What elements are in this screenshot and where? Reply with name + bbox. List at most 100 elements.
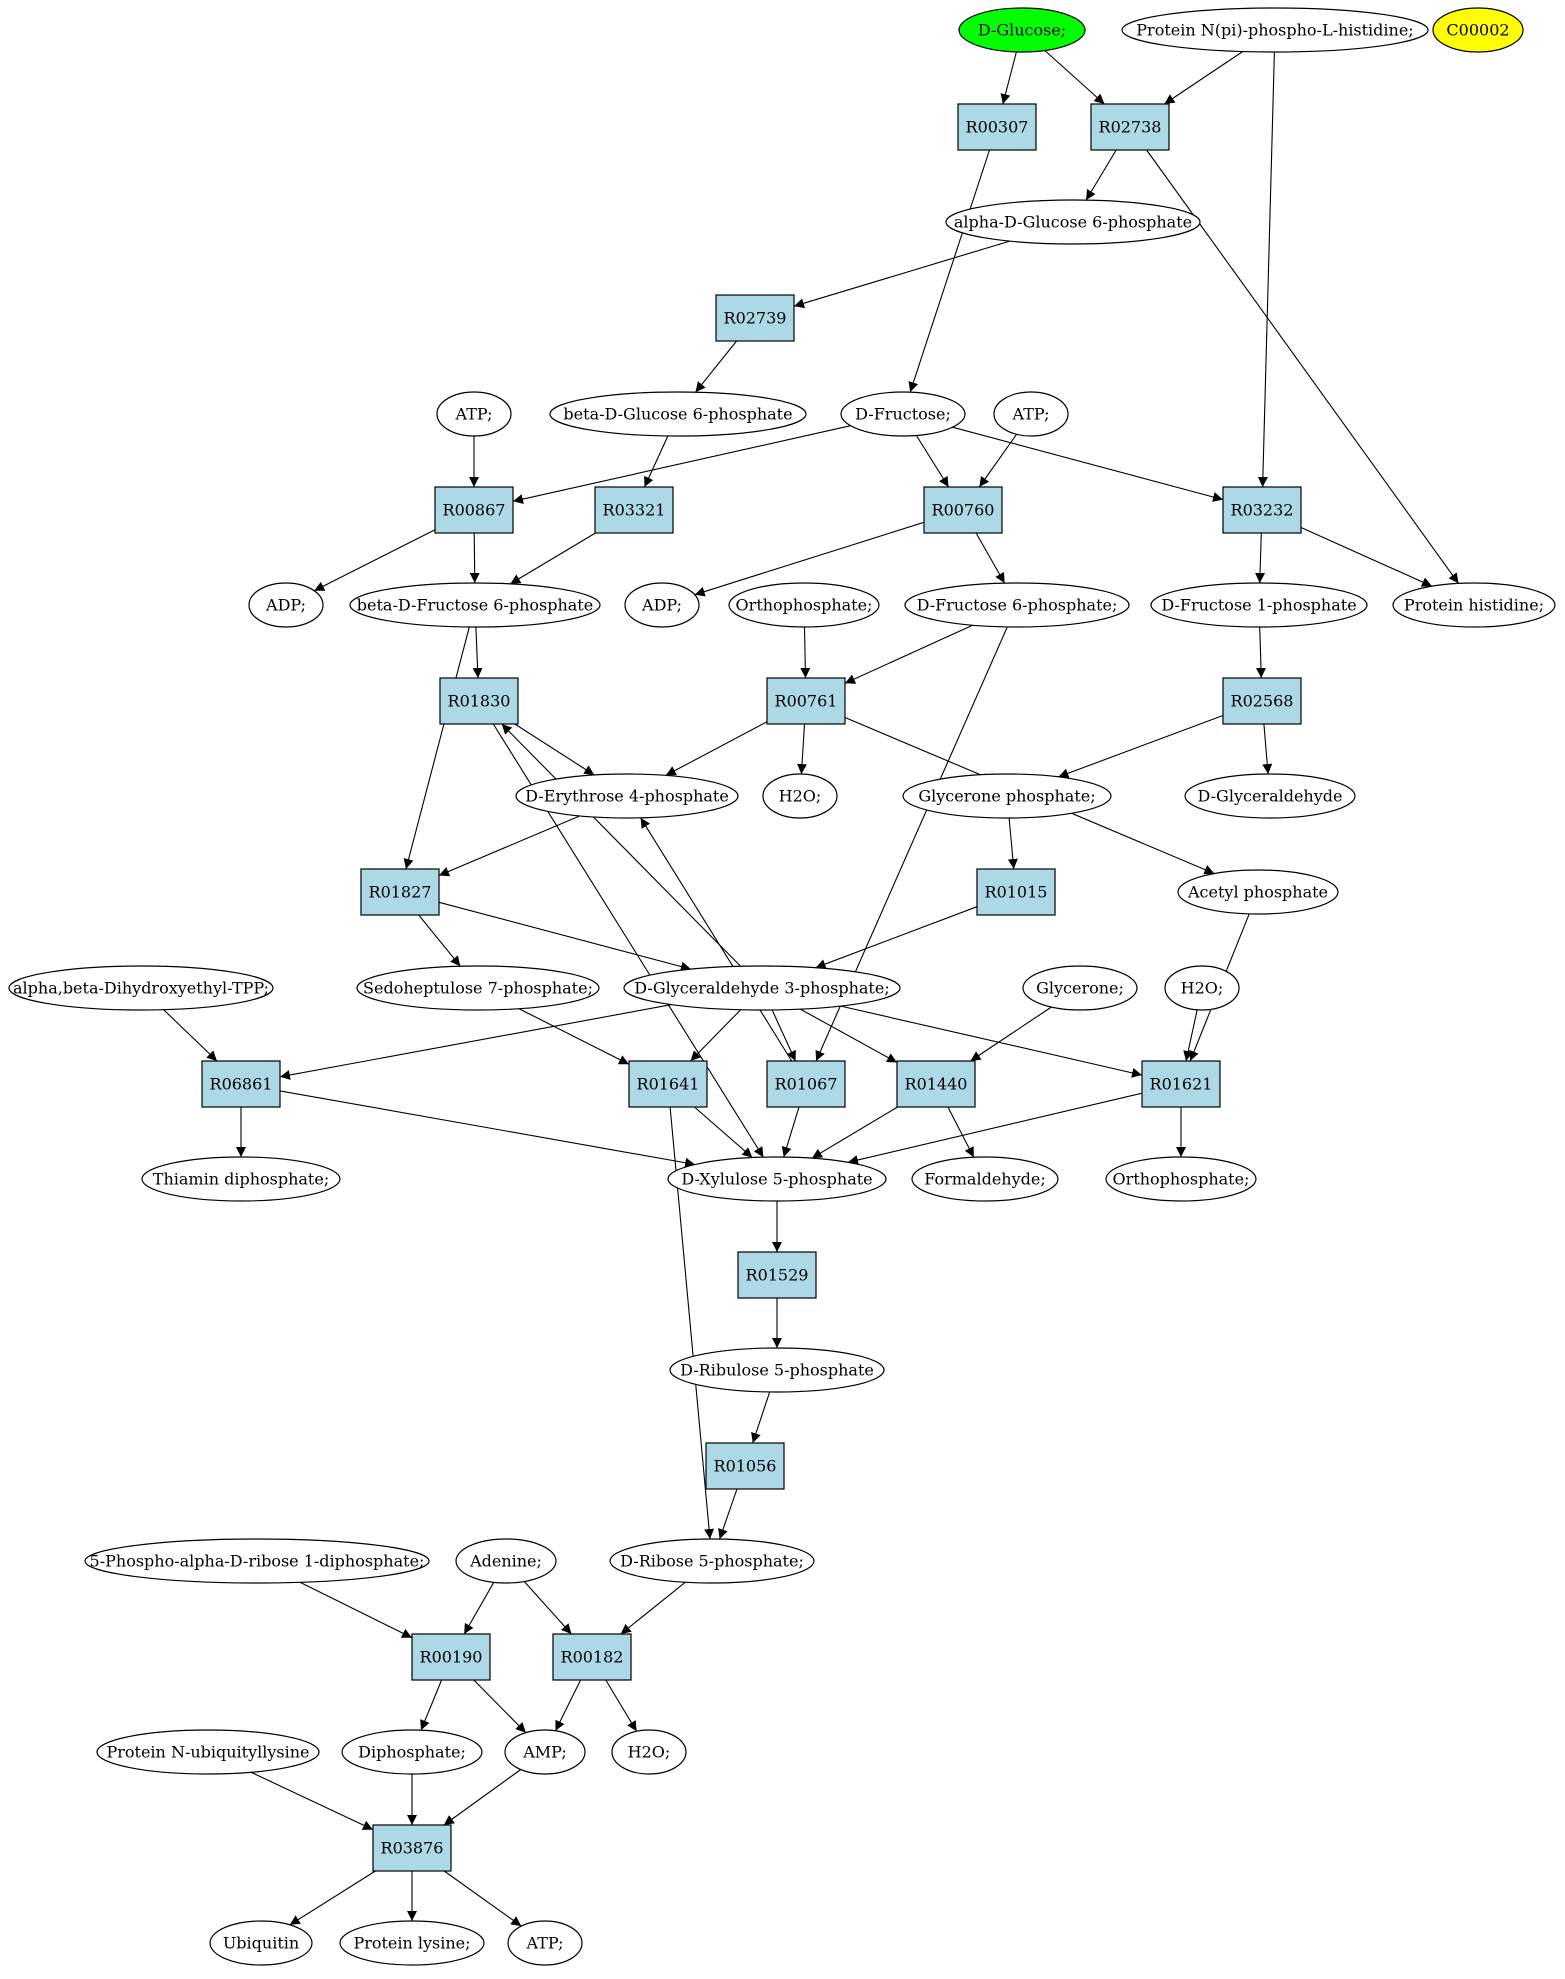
- compound-node-bf6p[interactable]: beta-D-Fructose 6-phosphate: [349, 582, 601, 628]
- edge-atp2-R00760: [978, 433, 1018, 488]
- edge-R06861-x5p: [279, 1090, 696, 1168]
- reaction-node-R01529[interactable]: R01529: [737, 1251, 817, 1299]
- reaction-box: [372, 1824, 452, 1872]
- reaction-node-R03321[interactable]: R03321: [594, 486, 674, 534]
- compound-node-pi2[interactable]: Orthophosphate;: [1105, 1156, 1257, 1202]
- compound-node-c2[interactable]: C00002: [1432, 7, 1524, 53]
- compound-node-x5p[interactable]: D-Xylulose 5-phosphate: [667, 1156, 887, 1202]
- compound-ellipse: [339, 1920, 485, 1966]
- compound-ellipse: [209, 1920, 313, 1966]
- reaction-node-R06861[interactable]: R06861: [201, 1060, 281, 1108]
- reaction-node-R01056[interactable]: R01056: [705, 1442, 785, 1490]
- edge-fru-R03232: [952, 426, 1224, 502]
- compound-node-pi1[interactable]: Orthophosphate;: [728, 582, 880, 628]
- compound-node-dhetpp[interactable]: alpha,beta-Dihydroxyethyl-TPP;: [8, 965, 274, 1011]
- edge-R03876-ub: [289, 1870, 376, 1926]
- compound-node-acp[interactable]: Acetyl phosphate: [1177, 869, 1339, 915]
- reaction-node-R00867[interactable]: R00867: [434, 486, 514, 534]
- reaction-label: R01056: [714, 1457, 777, 1476]
- reaction-node-R01827[interactable]: R01827: [360, 868, 440, 916]
- reaction-box: [715, 294, 795, 342]
- compound-ellipse: [549, 391, 807, 437]
- compound-node-atp2[interactable]: ATP;: [993, 391, 1069, 437]
- compound-node-prpp[interactable]: 5-Phospho-alpha-D-ribose 1-diphosphate;: [84, 1538, 430, 1584]
- compound-label: beta-D-Glucose 6-phosphate: [563, 405, 792, 424]
- reaction-node-R03876[interactable]: R03876: [372, 1824, 452, 1872]
- compound-node-h2o3[interactable]: H2O;: [611, 1729, 687, 1775]
- reaction-node-R02739[interactable]: R02739: [715, 294, 795, 342]
- compound-ellipse: [507, 1920, 583, 1966]
- compound-node-fru[interactable]: D-Fructose;: [840, 391, 966, 437]
- compound-node-ubk[interactable]: Protein N-ubiquityllysine: [96, 1729, 320, 1775]
- reaction-node-R00307[interactable]: R00307: [957, 103, 1037, 151]
- compound-node-h2o1[interactable]: H2O;: [762, 773, 838, 819]
- reaction-node-R01830[interactable]: R01830: [439, 677, 519, 725]
- reaction-label: R06861: [210, 1075, 273, 1094]
- compound-node-phis[interactable]: Protein histidine;: [1392, 582, 1556, 628]
- compound-node-adp1[interactable]: ADP;: [248, 582, 324, 628]
- compound-node-e4p[interactable]: D-Erythrose 4-phosphate: [515, 773, 739, 819]
- compound-node-ppi[interactable]: Diphosphate;: [341, 1729, 483, 1775]
- compound-node-r5p[interactable]: D-Ribose 5-phosphate;: [609, 1538, 815, 1584]
- edge-R01015-g3p: [815, 906, 978, 969]
- edge-R03232-f1p: [1255, 532, 1266, 584]
- compound-node-h2o2[interactable]: H2O;: [1164, 965, 1240, 1011]
- reaction-node-R01067[interactable]: R01067: [766, 1060, 846, 1108]
- compound-ellipse: [1150, 582, 1368, 628]
- compound-node-s7p[interactable]: Sedoheptulose 7-phosphate;: [356, 965, 600, 1011]
- compound-node-f1p[interactable]: D-Fructose 1-phosphate: [1150, 582, 1368, 628]
- compound-node-dha[interactable]: Glycerone;: [1022, 965, 1138, 1011]
- edge-R00190-amp: [473, 1679, 527, 1734]
- compound-ellipse: [341, 1729, 483, 1775]
- edge-bf6p-R01827: [403, 626, 470, 870]
- reaction-node-R02568[interactable]: R02568: [1222, 677, 1302, 725]
- node-layer: D-Glucose; Protein N(pi)-phospho-L-histid…: [8, 7, 1556, 1966]
- compound-node-g3p[interactable]: D-Glyceraldehyde 3-phosphate;: [623, 965, 901, 1011]
- compound-node-bg6p[interactable]: beta-D-Glucose 6-phosphate: [549, 391, 807, 437]
- compound-ellipse: [84, 1538, 430, 1584]
- compound-node-f6p[interactable]: D-Fructose 6-phosphate;: [904, 582, 1130, 628]
- compound-node-glyald[interactable]: D-Glyceraldehyde: [1184, 773, 1356, 819]
- compound-node-tpp[interactable]: Thiamin diphosphate;: [141, 1156, 341, 1202]
- compound-label: D-Glyceraldehyde 3-phosphate;: [634, 979, 889, 998]
- edge-R01641-x5p: [694, 1106, 753, 1159]
- reaction-node-R02738[interactable]: R02738: [1090, 103, 1170, 151]
- compound-node-ub[interactable]: Ubiquitin: [209, 1920, 313, 1966]
- compound-node-ppih[interactable]: Protein N(pi)-phospho-L-histidine;: [1121, 7, 1429, 53]
- compound-label: Diphosphate;: [358, 1743, 466, 1762]
- compound-label: ATP;: [455, 405, 493, 424]
- compound-node-plys[interactable]: Protein lysine;: [339, 1920, 485, 1966]
- compound-node-adp2[interactable]: ADP;: [624, 582, 700, 628]
- compound-node-amp[interactable]: AMP;: [504, 1729, 586, 1775]
- reaction-label: R00761: [775, 692, 838, 711]
- compound-node-atp3[interactable]: ATP;: [507, 1920, 583, 1966]
- reaction-node-R01621[interactable]: R01621: [1141, 1060, 1221, 1108]
- compound-node-atp1[interactable]: ATP;: [436, 391, 512, 437]
- compound-node-ag6p[interactable]: alpha-D-Glucose 6-phosphate: [945, 199, 1201, 245]
- compound-node-glc[interactable]: D-Glucose;: [958, 7, 1086, 53]
- compound-node-hcho[interactable]: Formaldehyde;: [911, 1156, 1059, 1202]
- reaction-node-R01641[interactable]: R01641: [628, 1060, 708, 1108]
- reaction-node-R00190[interactable]: R00190: [411, 1633, 491, 1681]
- edge-ag6p-R02739: [793, 240, 1010, 309]
- reaction-node-R00761[interactable]: R00761: [766, 677, 846, 725]
- edge-ubk-R03876: [250, 1771, 374, 1831]
- compound-ellipse: [611, 1729, 687, 1775]
- compound-ellipse: [1184, 773, 1356, 819]
- compound-label: Ubiquitin: [223, 1934, 299, 1953]
- reaction-node-R01015[interactable]: R01015: [976, 868, 1056, 916]
- compound-node-ade[interactable]: Adenine;: [455, 1538, 557, 1584]
- edge-R01440-x5p: [811, 1106, 898, 1159]
- reaction-node-R00182[interactable]: R00182: [552, 1633, 632, 1681]
- reaction-label: R02568: [1231, 692, 1294, 711]
- compound-label: Adenine;: [469, 1552, 542, 1571]
- compound-label: ATP;: [1012, 405, 1050, 424]
- reaction-node-R03232[interactable]: R03232: [1222, 486, 1302, 534]
- compound-node-dhap[interactable]: Glycerone phosphate;: [902, 773, 1112, 819]
- reaction-node-R00760[interactable]: R00760: [923, 486, 1003, 534]
- compound-ellipse: [436, 391, 512, 437]
- compound-node-ru5p[interactable]: D-Ribulose 5-phosphate: [669, 1347, 885, 1393]
- reaction-node-R01440[interactable]: R01440: [896, 1060, 976, 1108]
- edge-R01440-hcho: [947, 1106, 975, 1158]
